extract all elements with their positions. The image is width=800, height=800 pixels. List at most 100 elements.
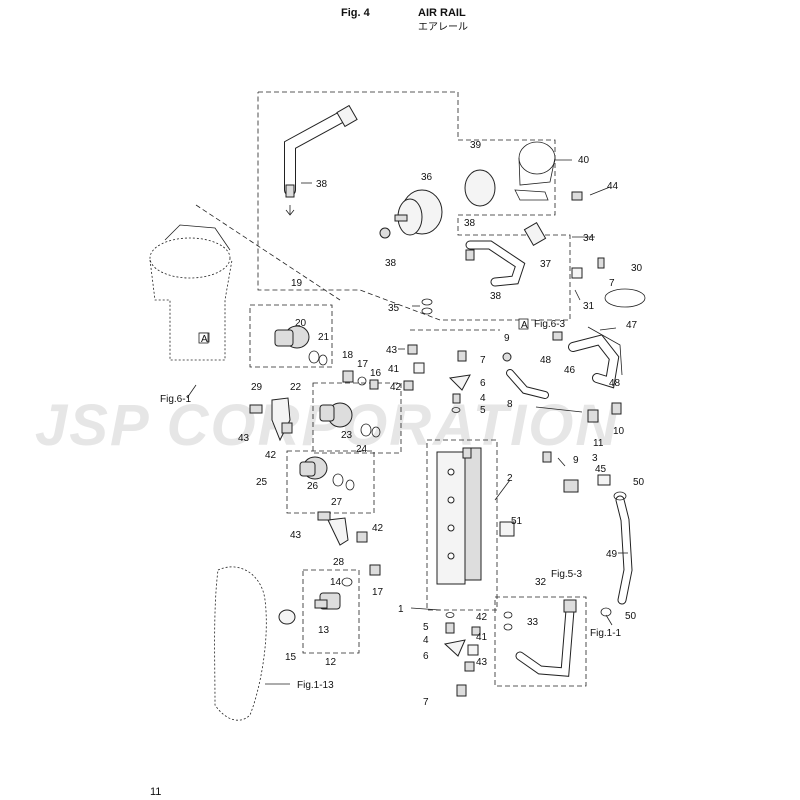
callout-31: 31 [583, 301, 595, 312]
group-outlines [195, 91, 587, 687]
o-ring-part [421, 298, 433, 306]
lower-fastener-parts [443, 612, 481, 697]
callout-7: 7 [423, 697, 429, 708]
callout-46: 46 [564, 365, 576, 376]
callout-7: 7 [609, 278, 615, 289]
callout-42: 42 [372, 523, 384, 534]
callout-36: 36 [421, 172, 433, 183]
callout-3: 3 [592, 453, 598, 464]
marker-a: A [201, 334, 208, 345]
page-number: 11 [150, 786, 162, 798]
callout-32: 32 [535, 577, 547, 588]
callout-47: 47 [626, 320, 638, 331]
callout-19: 19 [291, 278, 303, 289]
fuel-hose-part [503, 599, 577, 677]
callout-30: 30 [631, 263, 643, 274]
ref-fig-1-1: Fig.1-1 [590, 628, 622, 639]
air-rail-part [436, 447, 482, 585]
callout-6: 6 [423, 651, 429, 662]
callout-33: 33 [527, 617, 539, 628]
callout-42: 42 [390, 382, 402, 393]
callout-43: 43 [290, 530, 302, 541]
callout-50: 50 [633, 477, 645, 488]
callout-4: 4 [480, 393, 486, 404]
callout-16: 16 [370, 368, 382, 379]
callout-17: 17 [372, 587, 384, 598]
lower-bracket-parts [317, 511, 381, 576]
callout-28: 28 [333, 557, 345, 568]
callout-41: 41 [388, 364, 400, 375]
filter-bracket-part [464, 141, 583, 207]
callout-39: 39 [470, 140, 482, 151]
callout-4: 4 [423, 635, 429, 646]
reference-labels: Fig.6-1 Fig.6-3 Fig.5-3 Fig.1-1 Fig.1-13… [160, 318, 622, 691]
callout-43: 43 [386, 345, 398, 356]
callout-41: 41 [476, 632, 488, 643]
callout-9: 9 [573, 455, 579, 466]
right-hose-part [552, 326, 623, 389]
vapor-separator-part [149, 224, 233, 361]
callout-38: 38 [490, 291, 502, 302]
callout-38: 38 [385, 258, 397, 269]
callout-29: 29 [251, 382, 263, 393]
callout-25: 25 [256, 477, 268, 488]
fuel-pipe-part [465, 222, 547, 287]
callout-10: 10 [613, 426, 625, 437]
fastener-parts [403, 344, 471, 413]
callout-11: 11 [593, 438, 604, 449]
callout-48: 48 [609, 378, 621, 389]
callout-42: 42 [265, 450, 277, 461]
callout-40: 40 [578, 155, 590, 166]
callout-49: 49 [606, 549, 618, 560]
callout-42: 42 [476, 612, 488, 623]
solenoid-part [299, 456, 355, 491]
callout-labels: 38 36 39 40 44 38 38 37 38 34 30 7 31 47… [238, 140, 645, 708]
callout-50: 50 [625, 611, 637, 622]
callout-22: 22 [290, 382, 302, 393]
callout-34: 34 [583, 233, 595, 244]
fuel-filter-part [379, 189, 443, 239]
figure-number: Fig. 4 [341, 7, 370, 19]
callout-48: 48 [540, 355, 552, 366]
callout-38: 38 [316, 179, 328, 190]
callout-2: 2 [507, 473, 513, 484]
callout-43: 43 [476, 657, 488, 668]
callout-26: 26 [307, 481, 319, 492]
ref-fig-6-1: Fig.6-1 [160, 394, 192, 405]
leader-lines [186, 159, 628, 685]
callout-51: 51 [511, 516, 523, 527]
callout-8: 8 [507, 399, 513, 410]
diagram-title: AIR RAIL [418, 7, 466, 19]
pressure-sensor-part [319, 402, 381, 438]
diagram-title-japanese: エアレール [418, 22, 468, 33]
return-hose-part [600, 491, 633, 617]
clamp-part [571, 257, 646, 308]
callout-12: 12 [325, 657, 337, 668]
callout-1: 1 [398, 604, 404, 615]
callout-35: 35 [388, 303, 400, 314]
callout-15: 15 [285, 652, 297, 663]
small-pipe-part [502, 352, 549, 399]
rail-fittings [499, 402, 622, 537]
callout-23: 23 [341, 430, 353, 441]
callout-6: 6 [480, 378, 486, 389]
hose-part [284, 104, 358, 216]
injector-part [278, 577, 353, 625]
callout-5: 5 [423, 622, 429, 633]
fitting-parts [342, 370, 379, 390]
engine-block-outline [214, 566, 267, 721]
callout-27: 27 [331, 497, 343, 508]
callout-45: 45 [595, 464, 607, 475]
marker-a: A [521, 320, 528, 331]
callout-17: 17 [357, 359, 369, 370]
callout-20: 20 [295, 318, 307, 329]
callout-37: 37 [540, 259, 552, 270]
regulator-part [274, 325, 328, 366]
ref-fig-1-13: Fig.1-13 [297, 680, 334, 691]
callout-9: 9 [504, 333, 510, 344]
callout-24: 24 [356, 444, 368, 455]
callout-7: 7 [480, 355, 486, 366]
callout-14: 14 [330, 577, 342, 588]
watermark-text: JSP CORPORATION [35, 393, 619, 458]
